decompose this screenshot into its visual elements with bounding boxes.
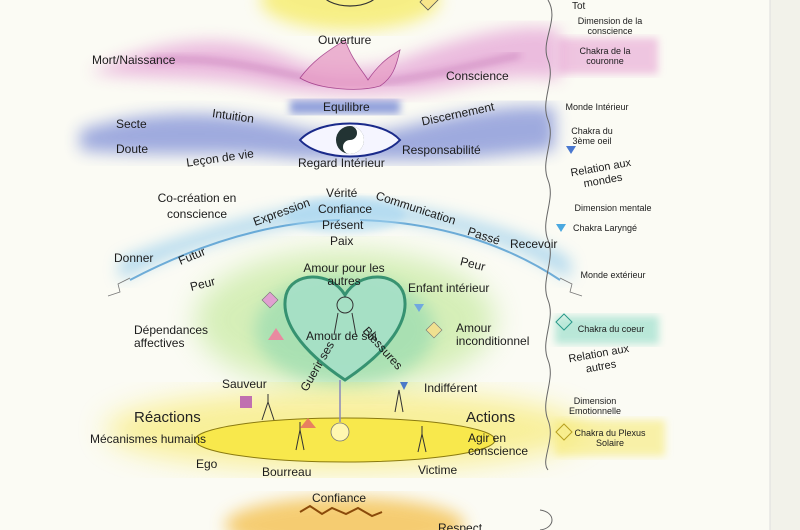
figure-sauveur-icon xyxy=(261,394,275,421)
triangle-down-icon xyxy=(556,224,566,232)
triangle-icon xyxy=(268,328,284,340)
triangle-down-icon xyxy=(566,146,576,154)
label-amour-de-soi: Amour de soi xyxy=(306,329,377,343)
sacral-zone xyxy=(225,497,465,530)
label-responsabilite: Responsabilité xyxy=(402,143,481,157)
label-recevoir: Recevoir xyxy=(510,237,558,251)
label-chakra-larynge: Chakra Laryngé xyxy=(572,223,638,233)
label-monde-interieur: Monde Intérieur xyxy=(565,102,629,112)
label-enfant-interieur: Enfant intérieur xyxy=(408,281,490,295)
label-chakra-coeur: Chakra du coeur xyxy=(577,324,645,334)
label-dependances: Dépendances affectives xyxy=(134,323,209,350)
label-ouverture: Ouverture xyxy=(318,33,372,47)
diamond-icon xyxy=(261,291,279,309)
label-donner: Donner xyxy=(114,251,154,265)
yin-yang-icon xyxy=(343,126,364,154)
lotus-icon xyxy=(299,39,401,90)
label-regard-interieur: Regard Intérieur xyxy=(298,156,385,170)
third-eye-band xyxy=(80,100,555,161)
label-chakra-3e-oeil: Chakra du 3ème oeil xyxy=(571,126,613,146)
label-mecanismes: Mécanismes humains xyxy=(90,432,207,446)
label-bottom-partial: Respect xyxy=(438,521,483,530)
right-hand-icon xyxy=(559,277,583,297)
triangle-down-icon xyxy=(400,382,408,390)
heart-icon xyxy=(283,275,407,382)
label-sauveur: Sauveur xyxy=(222,377,267,391)
label-monde-exterieur: Monde extérieur xyxy=(580,270,646,280)
label-cocreation: Co-création en conscience xyxy=(157,191,237,221)
triangle-down-icon xyxy=(414,304,424,312)
figure-indifferent-icon xyxy=(394,389,404,413)
heart-zone xyxy=(195,250,495,390)
label-mort-naissance: Mort/Naissance xyxy=(92,53,176,67)
diamond-icon xyxy=(419,0,439,11)
page-edge xyxy=(770,0,800,530)
label-dim-mentale: Dimension mentale xyxy=(574,203,652,213)
sun-icon xyxy=(330,422,350,442)
top-partial-label: Tot xyxy=(572,1,586,12)
figure-bourreau-icon xyxy=(295,422,305,451)
label-dim-conscience: Dimension de la conscience xyxy=(577,16,643,36)
label-present: Présent xyxy=(322,218,364,232)
label-reactions: Réactions xyxy=(134,409,201,426)
figure-victime-icon xyxy=(417,426,427,453)
label-agir-en-conscience: Agir en conscience xyxy=(468,431,529,458)
label-confiance-throat: Confiance xyxy=(318,202,373,216)
right-bracket xyxy=(539,0,665,530)
label-doute: Doute xyxy=(116,142,149,156)
label-chakra-plexus: Chakra du Plexus Solaire xyxy=(574,428,646,448)
diamond-icon xyxy=(555,313,573,331)
square-icon xyxy=(240,396,252,408)
label-conscience: Conscience xyxy=(446,69,509,83)
label-amour-inconditionnel: Amour inconditionnel xyxy=(456,321,530,348)
plexus-zone xyxy=(105,380,585,470)
diamond-icon xyxy=(425,321,443,339)
label-bourreau: Bourreau xyxy=(262,465,312,479)
crown-band xyxy=(90,27,560,96)
left-hand-icon xyxy=(107,277,131,297)
top-sun-glow xyxy=(260,0,440,30)
label-confiance-bottom: Confiance xyxy=(312,491,367,505)
label-indifferent: Indifférent xyxy=(424,381,478,395)
decorative-shapes xyxy=(261,291,443,340)
label-actions: Actions xyxy=(466,409,516,426)
label-amour-autres: Amour pour les autres xyxy=(303,261,385,288)
label-equilibre: Equilibre xyxy=(323,100,370,114)
diamond-icon xyxy=(555,423,573,441)
label-paix: Paix xyxy=(330,234,354,248)
label-verite: Vérité xyxy=(326,186,358,200)
triangle-icon xyxy=(300,418,316,428)
throat-band xyxy=(107,197,583,297)
label-victime: Victime xyxy=(418,463,458,477)
label-chakra-couronne: Chakra de la couronne xyxy=(579,46,631,66)
label-secte: Secte xyxy=(116,117,147,131)
label-ego: Ego xyxy=(196,457,218,471)
label-dim-emotionnelle: Dimension Emotionnelle xyxy=(568,396,622,416)
